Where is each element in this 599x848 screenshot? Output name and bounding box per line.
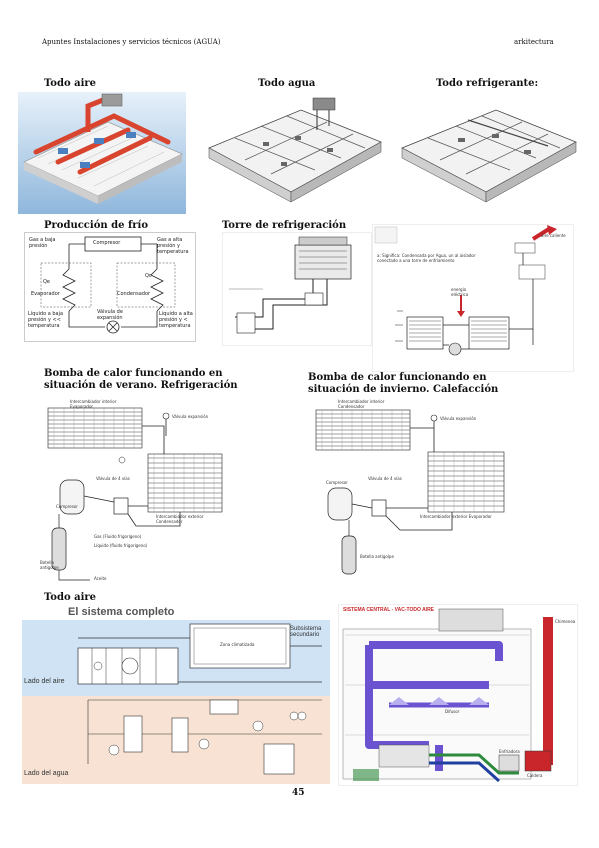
gas-baja-label: Gas a baja presión	[29, 237, 56, 249]
title-bomba-invierno-2: situación de invierno. Calefacción	[308, 384, 499, 395]
aire-caliente-label: aire caliente	[541, 233, 566, 238]
compresor-label: Compresor	[93, 240, 121, 246]
gas-alta-label: Gas a alta presión y temperatura	[157, 237, 189, 255]
title-bomba-invierno-1: Bomba de calor funcionando en	[308, 372, 487, 383]
sistema-completo-diagram: El sistema completo Subsistema secundari…	[22, 604, 330, 784]
invierno-compresor-label: Compresor	[326, 480, 348, 485]
verano-compresor-label: Compresor	[56, 504, 78, 509]
sistema-central-title: SISTEMA CENTRAL - VAC-TODO AIRE	[343, 607, 435, 613]
title-bomba-verano-1: Bomba de calor funcionando en	[44, 368, 223, 379]
title-todo-agua: Todo agua	[258, 78, 316, 89]
zona-climatizada-label: Zona climatizada	[220, 642, 255, 647]
chimenea-label: Chimenea	[555, 619, 576, 624]
invierno-botella-label: Botella antigolpe	[360, 554, 394, 559]
bomba-invierno-diagram: Intercambiador interior Condensador Válv…	[308, 396, 518, 582]
verano-gas-label: Gas (Fluido frigorígeno)	[94, 534, 142, 539]
valvula-label: Válvula de expansión	[97, 309, 123, 321]
torre-left-diagram	[222, 232, 372, 346]
verano-botella-label: Botella antigolpe	[40, 560, 59, 570]
verano-evaporador-label: Intercambiador interior Evaporador	[70, 399, 117, 409]
subsistema-label: Subsistema secundario	[290, 626, 322, 638]
sistema-central-diagram: SISTEMA CENTRAL - VAC-TODO AIRE Chimenea…	[338, 604, 578, 786]
title-produccion-frio: Producción de frío	[44, 220, 148, 231]
condensador-label: Condensador	[117, 291, 151, 297]
verano-valvula-label: Válvula expansión	[172, 414, 209, 419]
header-left: Apuntes Instalaciones y servicios técnic…	[42, 38, 221, 46]
qe-label: Qe	[43, 279, 51, 285]
title-todo-aire: Todo aire	[44, 78, 97, 89]
page-number: 45	[292, 788, 305, 798]
produccion-frio-diagram: Compresor Gas a baja presión Gas a alta …	[24, 232, 196, 342]
invierno-evaporador-label: Intercambiador exterior Evaporador	[420, 514, 492, 519]
verano-liquido-label: Líquido (fluido frigorígeno)	[94, 543, 148, 548]
verano-condensador-label: Intercambiador exterior Condensador	[156, 514, 204, 524]
evaporador-label: Evaporador	[31, 291, 60, 297]
todo-agua-illustration	[208, 97, 382, 203]
enfriadora-label: Enfriadora	[499, 749, 520, 754]
verano-aceite-label: Aceite	[94, 576, 107, 581]
torre-right-diagram: a: Significa: Condensada por Agua, un al…	[372, 224, 574, 372]
lado-agua-label: Lado del agua	[24, 770, 69, 777]
liq-alta-label: Líquido a alta presión y < temperatura	[159, 311, 193, 329]
title-bomba-verano-2: situación de verano. Refrigeración	[44, 380, 238, 391]
title-todo-aire-2: Todo aire	[44, 592, 97, 603]
bomba-verano-diagram: Intercambiador interior Evaporador Válvu…	[40, 396, 250, 586]
difusor-label: Difusor	[445, 709, 460, 714]
todo-refrigerante-illustration	[401, 109, 577, 203]
energia-label: energía eléctrica	[451, 287, 469, 297]
todo-aire-illustration	[18, 92, 186, 214]
lado-aire-label: Lado del aire	[24, 678, 65, 685]
qc-label: Qc	[145, 273, 152, 279]
invierno-condensador-label: Intercambiador interior Condensador	[338, 399, 385, 409]
caldera-label: Caldera	[527, 773, 543, 778]
header-right: arkitectura	[514, 38, 554, 46]
sistema-completo-title: El sistema completo	[68, 606, 175, 618]
liq-baja-label: Líquido a baja presión y << temperatura	[28, 311, 64, 329]
invierno-valvula4-label: Válvula de 4 vías	[368, 476, 402, 481]
title-torre: Torre de refrigeración	[222, 220, 347, 231]
title-todo-refrigerante: Todo refrigerante:	[436, 78, 539, 89]
invierno-valvula-label: Válvula expansión	[440, 416, 477, 421]
torre-note: a: Significa: Condensada por Agua, un al…	[377, 253, 476, 263]
verano-valvula4-label: Válvula de 4 vías	[96, 476, 130, 481]
